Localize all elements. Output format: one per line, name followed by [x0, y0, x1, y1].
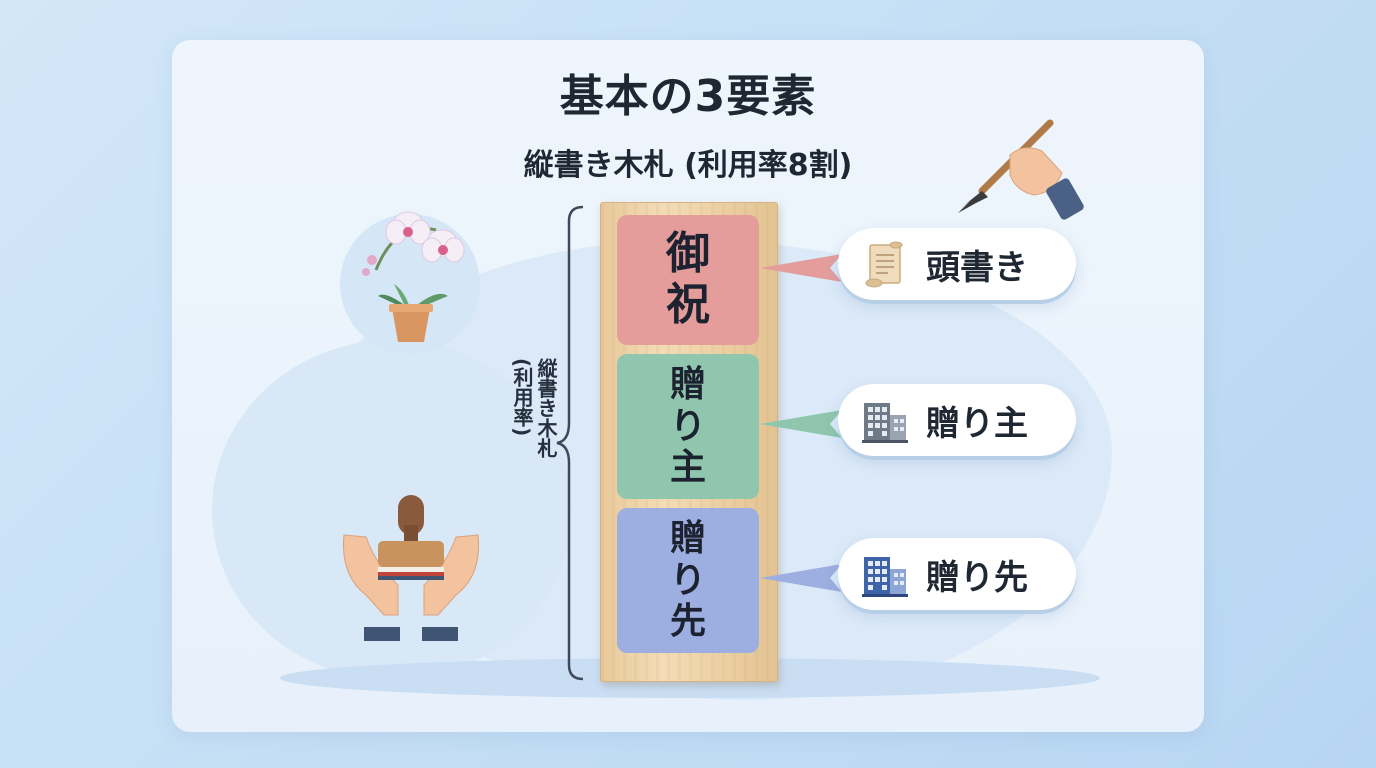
- segment-sender-char: 贈: [669, 364, 706, 406]
- segment-heading: 御 祝: [617, 215, 759, 345]
- callout-heading-label: 頭書き: [926, 247, 1028, 288]
- page-subtitle: 縦書き木札 (利用率8割): [523, 148, 853, 183]
- callout-heading: 頭書き: [838, 228, 1076, 300]
- side-label-line2: (利用率): [510, 358, 534, 437]
- orchid-plant-icon: [340, 211, 480, 354]
- callout-recipient: 贈り先: [838, 538, 1076, 610]
- callout-sender: 贈り主: [838, 384, 1076, 456]
- hanko-stamp-icon: [342, 495, 480, 641]
- side-label-line1: 縦書き木札: [534, 358, 558, 458]
- segment-recipient-char: り: [669, 559, 706, 601]
- side-vertical-label: 縦書き木札 (利用率): [510, 358, 558, 458]
- segment-sender-char: 主: [669, 447, 706, 489]
- segment-recipient-char: 先: [669, 601, 706, 643]
- callout-sender-label: 贈り主: [926, 403, 1028, 444]
- brush-hand-icon: [958, 119, 1084, 220]
- building-gray-icon: [862, 403, 908, 443]
- building-blue-icon: [862, 557, 908, 597]
- segment-sender-char: り: [669, 405, 706, 447]
- segment-sender: 贈 り 主: [617, 354, 759, 499]
- pointer-heading: [760, 254, 842, 282]
- segment-recipient-char: 贈: [669, 518, 706, 560]
- scroll-icon: [865, 241, 903, 288]
- pointer-recipient: [760, 564, 842, 592]
- background-blob-left: [212, 340, 572, 680]
- curly-bracket: [556, 205, 584, 681]
- callout-recipient-label: 贈り先: [926, 557, 1028, 598]
- pointer-sender: [760, 410, 842, 438]
- segment-heading-char: 御: [666, 228, 710, 280]
- segment-heading-char: 祝: [666, 279, 710, 330]
- page-title: 基本の3要素: [559, 71, 817, 122]
- segment-recipient: 贈 り 先: [617, 508, 759, 653]
